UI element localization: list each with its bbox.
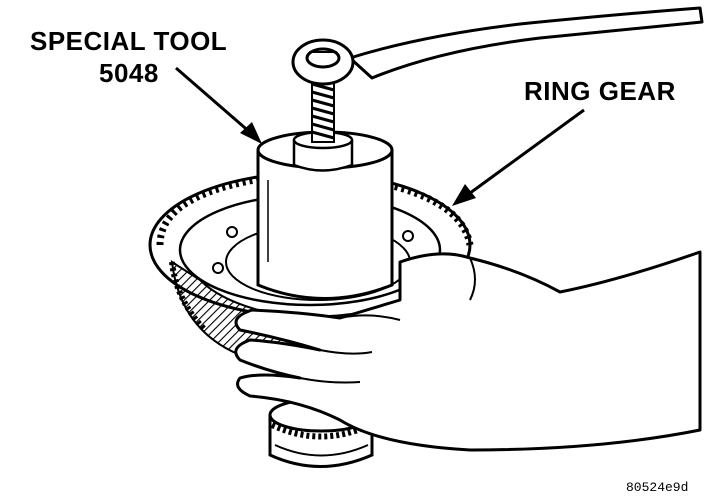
- special-tool-number-label: 5048: [99, 58, 159, 88]
- right-hand: [234, 250, 702, 452]
- figure-code: 80524e9d: [626, 480, 689, 495]
- wrench: [291, 6, 704, 86]
- ring-gear-label: RING GEAR: [524, 76, 676, 106]
- special-tool-cylinder: [256, 130, 394, 300]
- arrow-ring-gear: [452, 108, 585, 206]
- arrow-special-tool: [175, 66, 262, 144]
- special-tool-label: SPECIAL TOOL: [30, 26, 228, 56]
